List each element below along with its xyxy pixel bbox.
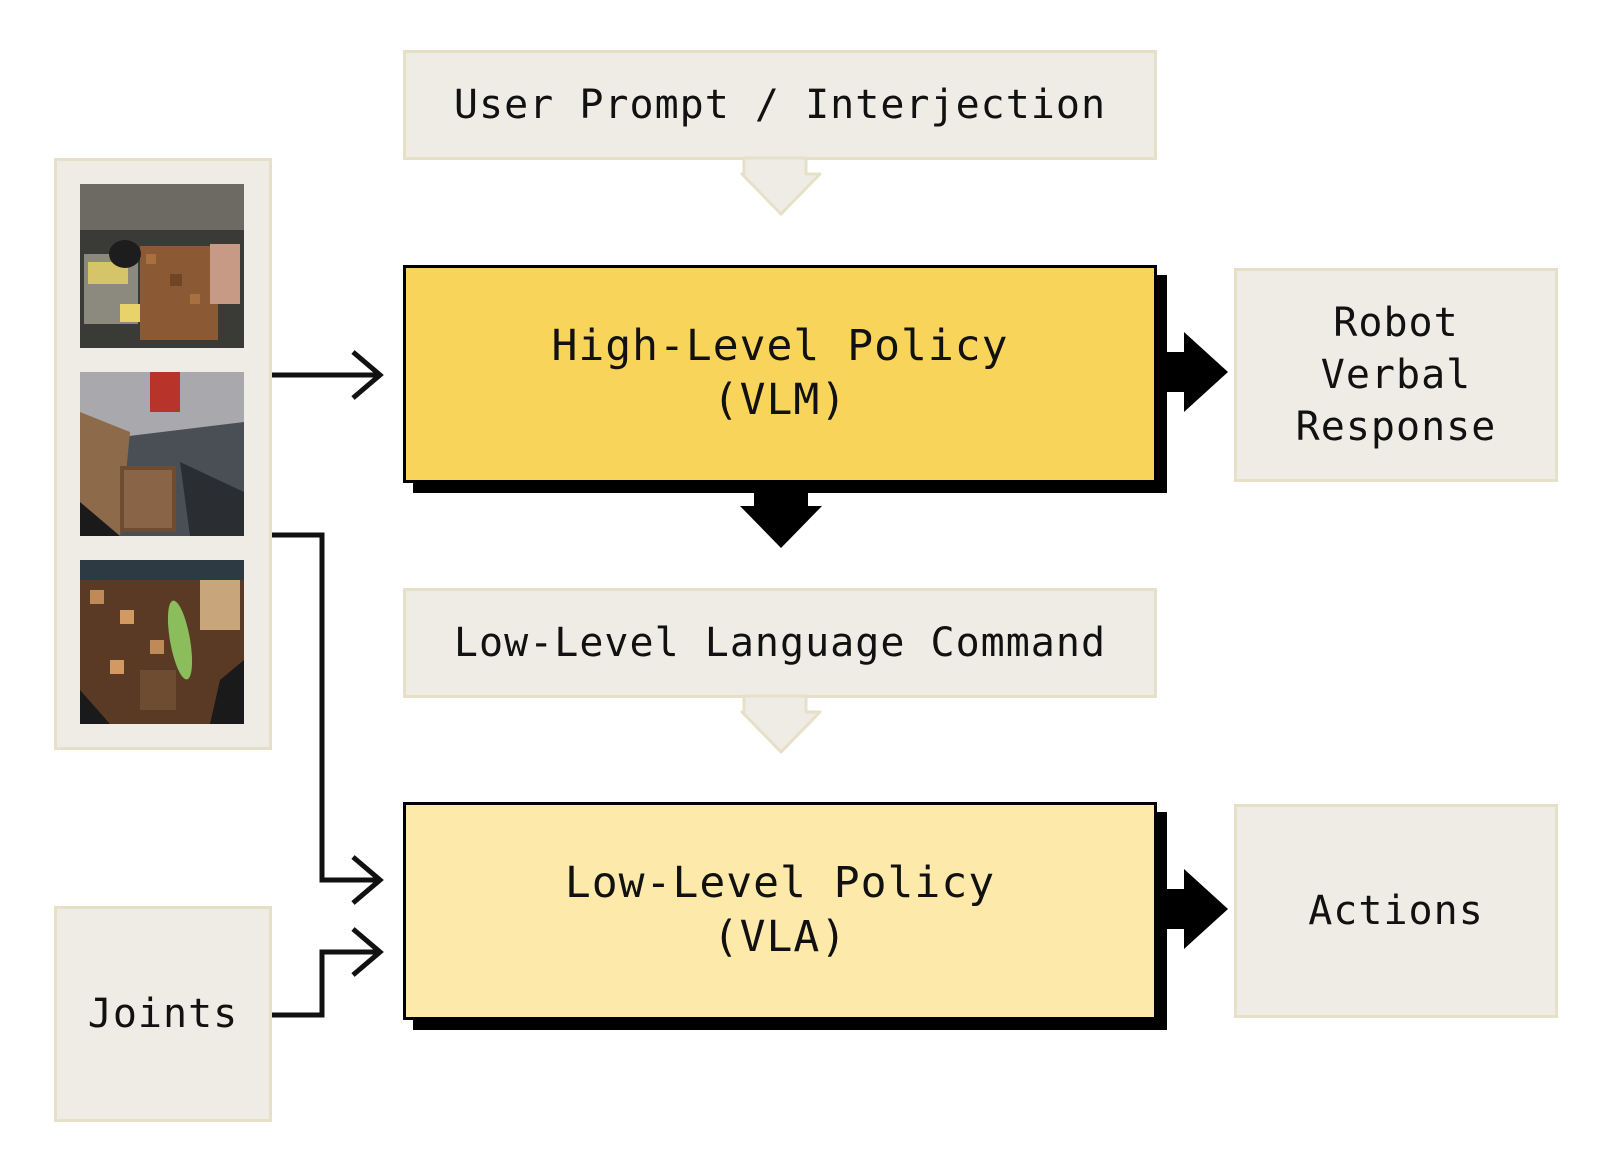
low-level-command-box: Low-Level Language Command xyxy=(403,588,1157,698)
high-level-policy-box: High-Level Policy (VLM) xyxy=(403,265,1157,483)
images-to-vla-arrow xyxy=(272,532,380,883)
images-to-vla-arrowhead xyxy=(351,855,384,905)
low-level-policy-title: Low-Level Policy xyxy=(564,858,996,909)
joints-to-vla-arrow xyxy=(272,949,380,1018)
user-prompt-label: User Prompt / Interjection xyxy=(453,82,1107,128)
robot-verbal-response-box: Robot Verbal Response xyxy=(1234,268,1558,482)
actions-arrow xyxy=(1164,869,1228,949)
robot-verbal-response-label: Robot Verbal Response xyxy=(1295,300,1497,450)
right-wrist-camera-image xyxy=(80,560,244,724)
command-down-arrow xyxy=(740,694,822,754)
joints-box: Joints xyxy=(54,906,272,1122)
overhead-camera-image xyxy=(80,184,244,348)
joints-to-vla-arrowhead xyxy=(351,927,384,977)
actions-label: Actions xyxy=(1308,888,1484,934)
low-level-policy-subtitle: (VLA) xyxy=(712,912,848,962)
low-level-command-label: Low-Level Language Command xyxy=(453,620,1107,666)
verbal-response-arrow xyxy=(1164,332,1228,412)
low-level-policy-box: Low-Level Policy (VLA) xyxy=(403,802,1157,1020)
high-level-policy-subtitle: (VLM) xyxy=(712,375,848,425)
left-wrist-camera-image xyxy=(80,372,244,536)
images-to-vlm-arrowhead xyxy=(351,350,384,400)
prompt-down-arrow xyxy=(740,156,822,216)
joints-label: Joints xyxy=(87,991,239,1037)
actions-box: Actions xyxy=(1234,804,1558,1018)
policy-down-arrow xyxy=(740,492,822,548)
high-level-policy-title: High-Level Policy xyxy=(551,321,1009,372)
